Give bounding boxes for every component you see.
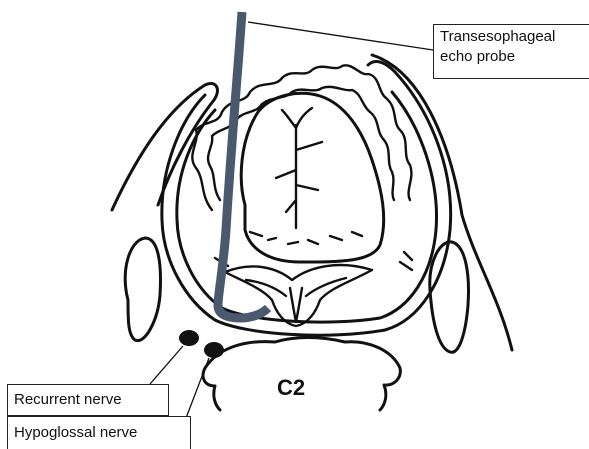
neck-outline-left [112,83,217,210]
recurrent-nerve-label: Recurrent nerve [7,384,169,416]
left-side-structure [125,238,160,341]
probe-label: Transesophageal echo probe [433,24,589,79]
epiglottis-center-line [276,108,322,228]
hypoglossal-leader-line [186,358,209,418]
recurrent-leader-line [150,346,183,384]
recurrent-nerve [179,330,199,346]
hypoglossal-nerve-label: Hypoglossal nerve [7,416,191,449]
vallecula-marks [250,232,362,244]
right-side-structure [430,242,469,352]
hypoglossal-nerve [204,342,224,358]
probe-label-line2: echo probe [440,47,584,67]
vertebra-label: C2 [277,375,305,400]
neck-outline-right [372,55,512,350]
probe-label-line1: Transesophageal [440,27,584,47]
probe-leader-line [248,22,433,50]
